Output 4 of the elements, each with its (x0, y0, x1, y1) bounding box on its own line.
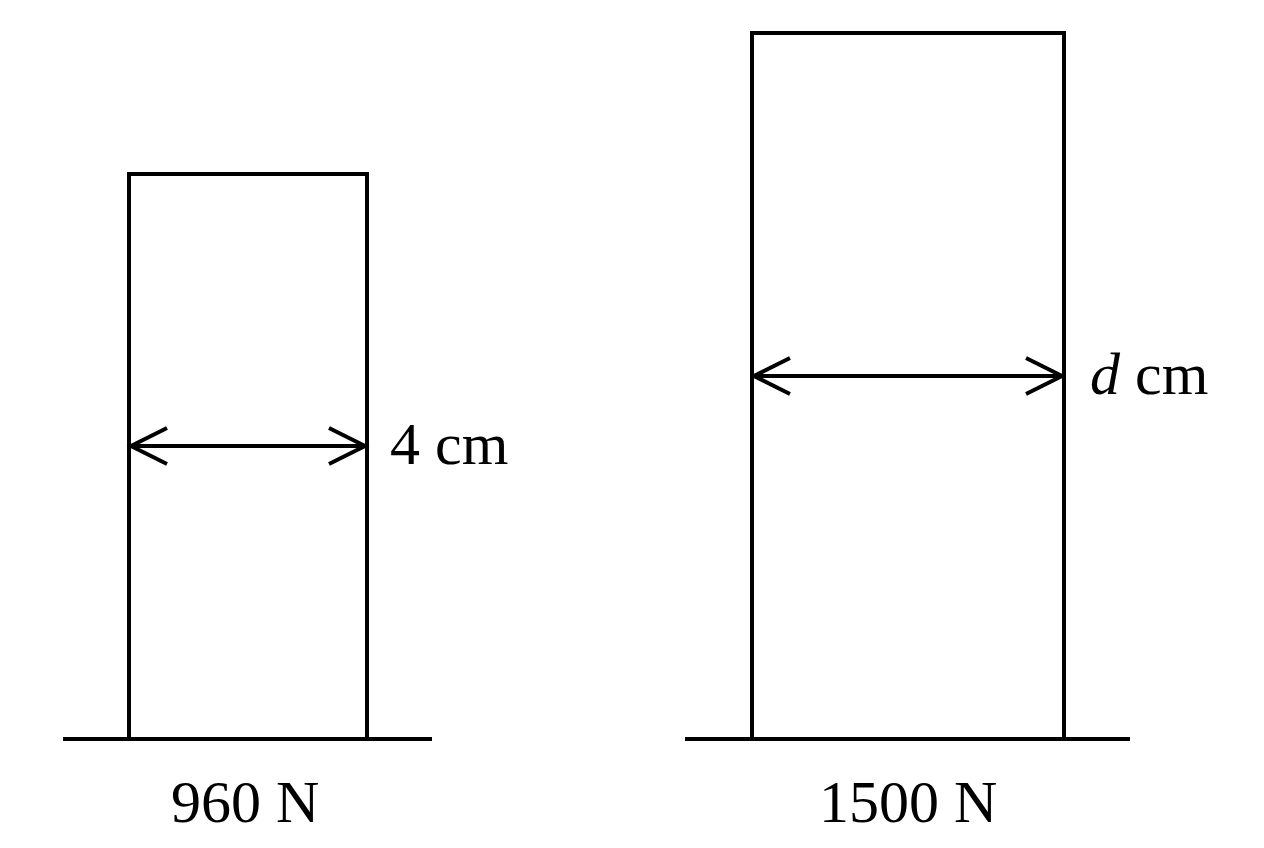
weight-label: 1500 N (819, 772, 998, 832)
weight-label: 960 N (171, 772, 320, 832)
dimension-label: 4 cm (390, 414, 509, 474)
dimension-label: d cm (1090, 344, 1209, 404)
